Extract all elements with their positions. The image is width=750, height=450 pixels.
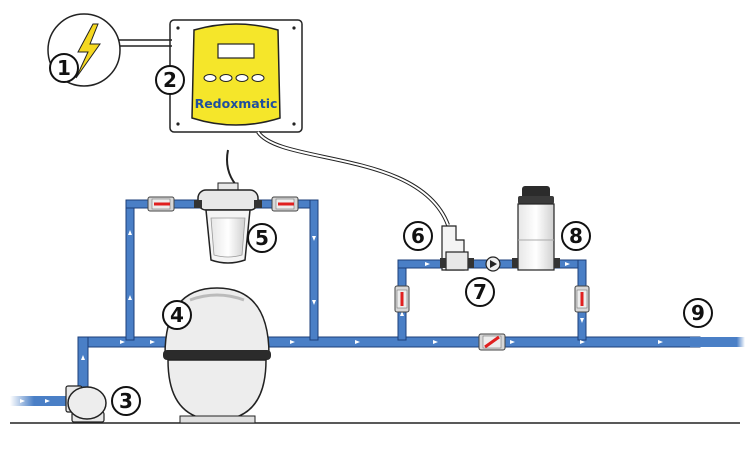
controller-button[interactable] <box>251 74 265 82</box>
pump-inlet-pipe <box>10 396 70 406</box>
flow-arrow <box>20 399 25 403</box>
callout-label: 7 <box>473 280 487 304</box>
flow-arrow <box>400 311 404 316</box>
callout-label: 2 <box>163 68 177 92</box>
sand-filter <box>163 287 271 424</box>
flow-arrow <box>658 340 663 344</box>
valve-bypass-right[interactable] <box>271 196 299 212</box>
callout-label: 9 <box>691 301 705 325</box>
flow-arrow <box>45 399 50 403</box>
callout-label: 4 <box>170 303 184 327</box>
lightning-bolt-icon <box>75 23 101 79</box>
callout-1: 1 <box>49 53 79 83</box>
callout-7: 7 <box>465 277 495 307</box>
dosing-cylinder <box>512 186 560 271</box>
controller-front-panel <box>191 23 281 126</box>
callout-5: 5 <box>247 223 277 253</box>
callout-9: 9 <box>683 298 713 328</box>
controller-button[interactable] <box>219 74 233 82</box>
flow-arrow <box>580 340 585 344</box>
flow-arrow <box>580 318 584 323</box>
callout-label: 3 <box>119 389 133 413</box>
controller-button[interactable] <box>235 74 249 82</box>
main-pipe-outlet <box>690 337 745 347</box>
controller-brand-label: Redoxmatic <box>195 96 278 111</box>
flow-arrow <box>128 230 132 235</box>
controller-display <box>217 43 255 59</box>
callout-2: 2 <box>155 65 185 95</box>
flow-arrow <box>290 340 295 344</box>
callout-8: 8 <box>561 221 591 251</box>
callout-3: 3 <box>111 386 141 416</box>
flow-arrow <box>120 340 125 344</box>
flow-arrow <box>312 236 316 241</box>
check-valve <box>485 256 501 272</box>
bypass-right-pipe <box>309 199 319 341</box>
pump <box>65 385 107 423</box>
callout-4: 4 <box>162 300 192 330</box>
redoxmatic-controller: Redoxmatic <box>169 19 303 133</box>
flow-arrow <box>150 340 155 344</box>
flow-arrow <box>81 355 85 360</box>
flow-arrows <box>20 230 663 403</box>
pre-filter <box>194 149 262 264</box>
valve-bypass-left[interactable] <box>147 196 175 212</box>
flow-arrow <box>312 300 316 305</box>
flow-arrow <box>425 262 430 266</box>
pump-riser-pipe <box>77 336 89 392</box>
redox-electrode <box>440 225 474 271</box>
flow-arrow <box>510 340 515 344</box>
callout-label: 6 <box>411 224 425 248</box>
pipe-network <box>10 199 745 406</box>
power-cable <box>118 39 172 47</box>
valve-electrode-left[interactable] <box>394 285 410 313</box>
flow-arrow <box>355 340 360 344</box>
controller-button[interactable] <box>203 74 217 82</box>
electrode-cable-inner <box>257 131 449 226</box>
flow-arrow <box>128 295 132 300</box>
valve-electrode-right[interactable] <box>574 285 590 313</box>
callout-label: 1 <box>57 56 71 80</box>
callout-label: 5 <box>255 226 269 250</box>
flow-arrow <box>565 262 570 266</box>
callout-6: 6 <box>403 221 433 251</box>
callout-label: 8 <box>569 224 583 248</box>
bypass-left-pipe <box>125 199 135 341</box>
flow-arrow <box>433 340 438 344</box>
valve-main-line[interactable] <box>478 333 506 351</box>
